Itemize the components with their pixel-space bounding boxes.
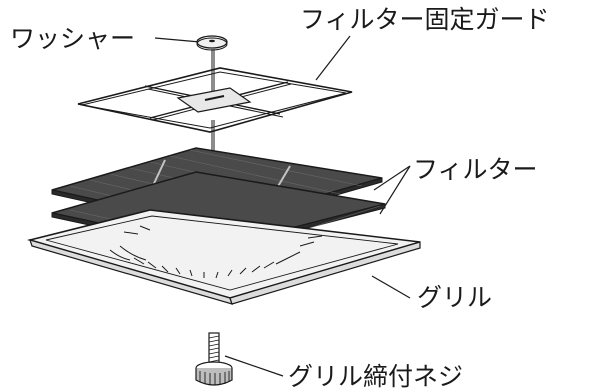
filter-guard-leader xyxy=(315,35,351,81)
grill-screw-label: グリル締付ネジ xyxy=(288,362,463,389)
filter-guard-label: フィルター固定ガード xyxy=(300,5,550,34)
filter-label: フィルター xyxy=(413,155,538,184)
washer-part xyxy=(196,35,228,51)
grill-part xyxy=(26,209,421,305)
grill-screw-leader xyxy=(224,355,284,377)
washer-leader xyxy=(154,37,201,43)
grill-label: グリル xyxy=(417,283,492,312)
filter-leader-top xyxy=(373,165,411,191)
washer-label: ワッシャー xyxy=(10,24,135,53)
grill-screw-part xyxy=(195,332,233,386)
filter-guard-part xyxy=(77,67,353,133)
grill-leader xyxy=(371,275,411,299)
